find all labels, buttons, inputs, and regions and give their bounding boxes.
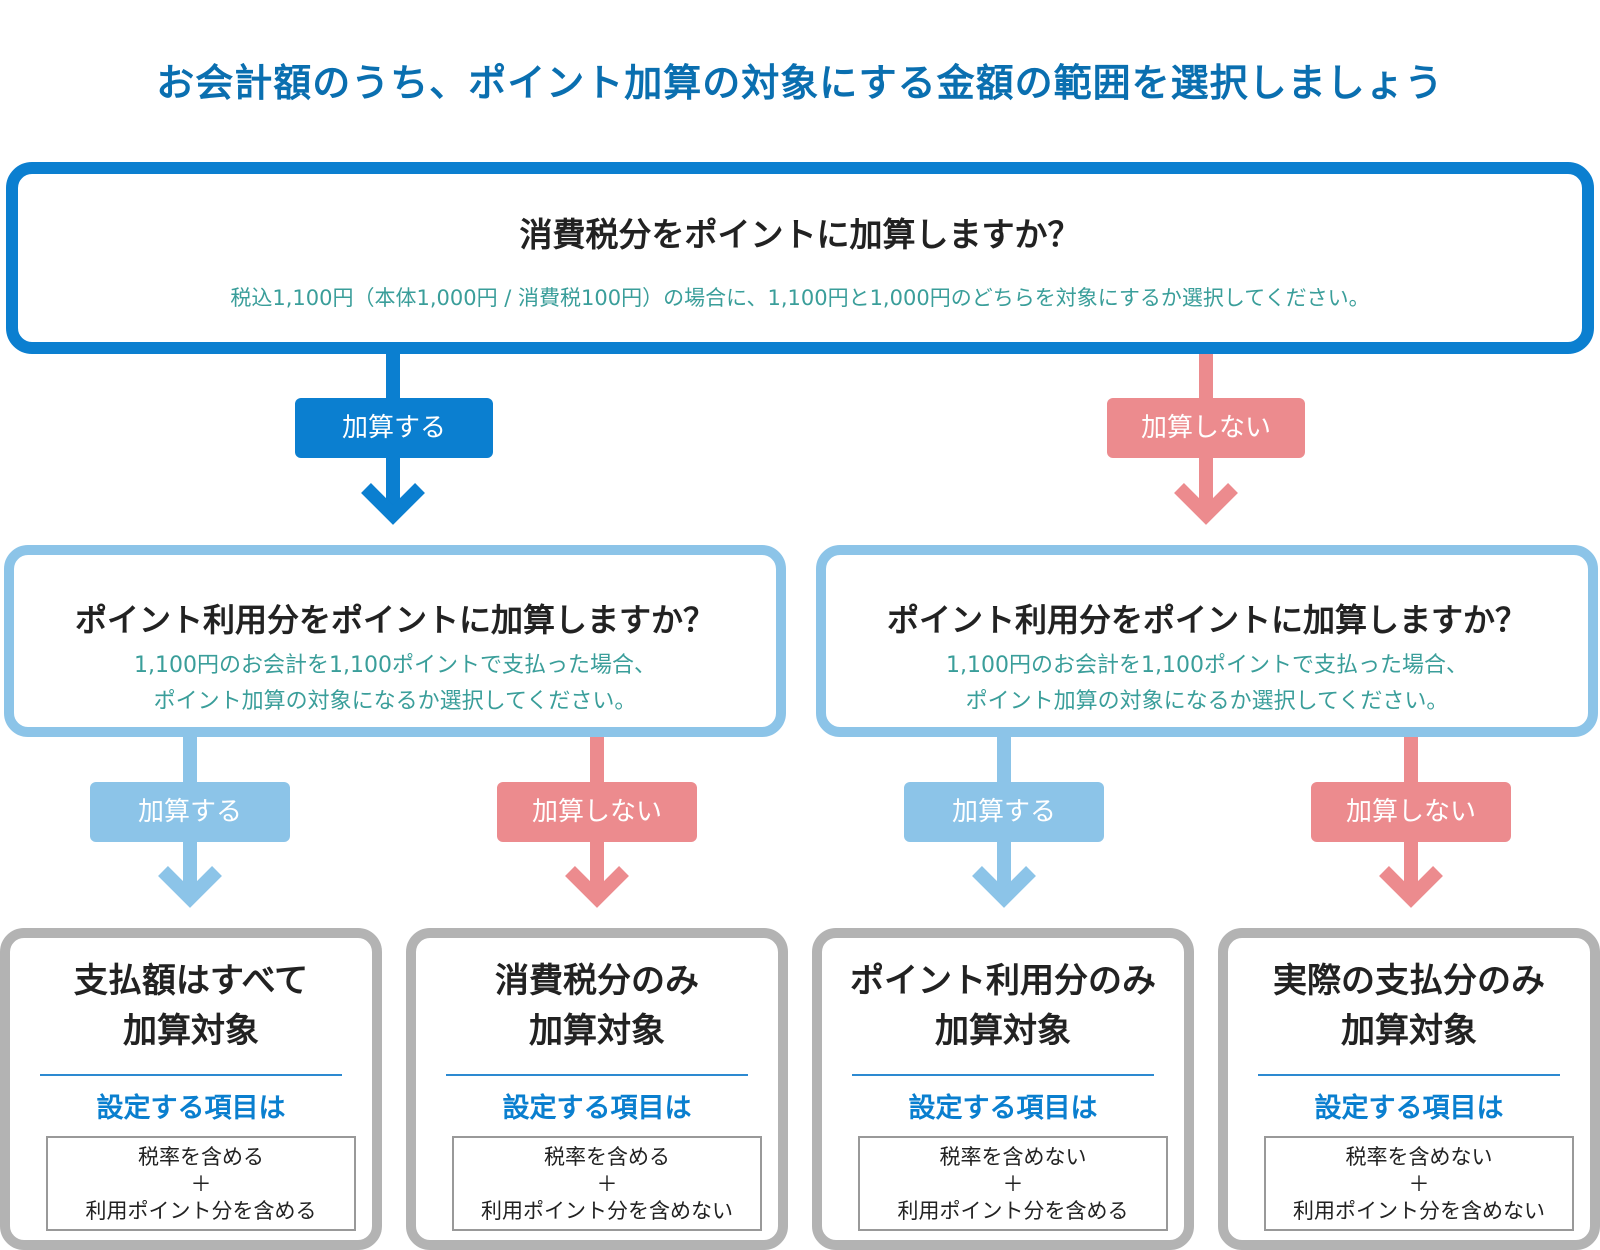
settings-box: 税率を含める ＋ 利用ポイント分を含める xyxy=(46,1136,356,1231)
result-title: 消費税分のみ 加算対象 xyxy=(495,961,699,1051)
settings-box: 税率を含めない ＋ 利用ポイント分を含める xyxy=(858,1136,1168,1231)
mid-question-line1: 1,100円のお会計を1,100ポイントで支払った場合、 xyxy=(946,653,1468,678)
top-question-box: 消費税分をポイントに加算しますか？ 税込1,100円（本体1,000円 / 消費… xyxy=(6,162,1594,354)
settings-caption: 設定する項目は xyxy=(1314,1093,1504,1124)
top-question-description: 税込1,100円（本体1,000円 / 消費税100円）の場合に、1,100円と… xyxy=(230,286,1370,310)
label-left-no: 加算しない xyxy=(497,782,697,842)
result-box-2: 消費税分のみ 加算対象 設定する項目は 税率を含める ＋ 利用ポイント分を含めな… xyxy=(406,928,788,1250)
settings-box: 税率を含めない ＋ 利用ポイント分を含めない xyxy=(1264,1136,1574,1231)
divider xyxy=(446,1074,748,1076)
label-top-no: 加算しない xyxy=(1107,398,1305,458)
mid-question: ポイント利用分をポイントに加算しますか？ xyxy=(886,601,1527,639)
mid-question-line2: ポイント加算の対象になるか選択してください。 xyxy=(153,689,637,714)
divider xyxy=(1258,1074,1560,1076)
label-right-no: 加算しない xyxy=(1311,782,1511,842)
result-box-1: 支払額はすべて 加算対象 設定する項目は 税率を含める ＋ 利用ポイント分を含め… xyxy=(0,928,382,1250)
label-top-yes: 加算する xyxy=(295,398,493,458)
divider xyxy=(40,1074,342,1076)
mid-question-line1: 1,100円のお会計を1,100ポイントで支払った場合、 xyxy=(134,653,656,678)
label-right-yes: 加算する xyxy=(904,782,1104,842)
result-title: 支払額はすべて 加算対象 xyxy=(73,961,309,1051)
mid-question-line2: ポイント加算の対象になるか選択してください。 xyxy=(965,689,1449,714)
settings-caption: 設定する項目は xyxy=(908,1093,1098,1124)
label-left-yes: 加算する xyxy=(90,782,290,842)
settings-caption: 設定する項目は xyxy=(502,1093,692,1124)
result-title: 実際の支払分のみ 加算対象 xyxy=(1273,961,1545,1051)
divider xyxy=(852,1074,1154,1076)
mid-question: ポイント利用分をポイントに加算しますか？ xyxy=(74,601,715,639)
settings-caption: 設定する項目は xyxy=(96,1093,286,1124)
page-title: お会計額のうち、ポイント加算の対象にする金額の範囲を選択しましょう xyxy=(156,61,1444,105)
result-box-4: 実際の支払分のみ 加算対象 設定する項目は 税率を含めない ＋ 利用ポイント分を… xyxy=(1218,928,1600,1250)
mid-question-box-right: ポイント利用分をポイントに加算しますか？ 1,100円のお会計を1,100ポイン… xyxy=(816,545,1598,737)
top-question: 消費税分をポイントに加算しますか？ xyxy=(519,215,1081,254)
result-box-3: ポイント利用分のみ 加算対象 設定する項目は 税率を含めない ＋ 利用ポイント分… xyxy=(812,928,1194,1250)
settings-box: 税率を含める ＋ 利用ポイント分を含めない xyxy=(452,1136,762,1231)
result-title: ポイント利用分のみ 加算対象 xyxy=(850,961,1156,1051)
mid-question-box-left: ポイント利用分をポイントに加算しますか？ 1,100円のお会計を1,100ポイン… xyxy=(4,545,786,737)
